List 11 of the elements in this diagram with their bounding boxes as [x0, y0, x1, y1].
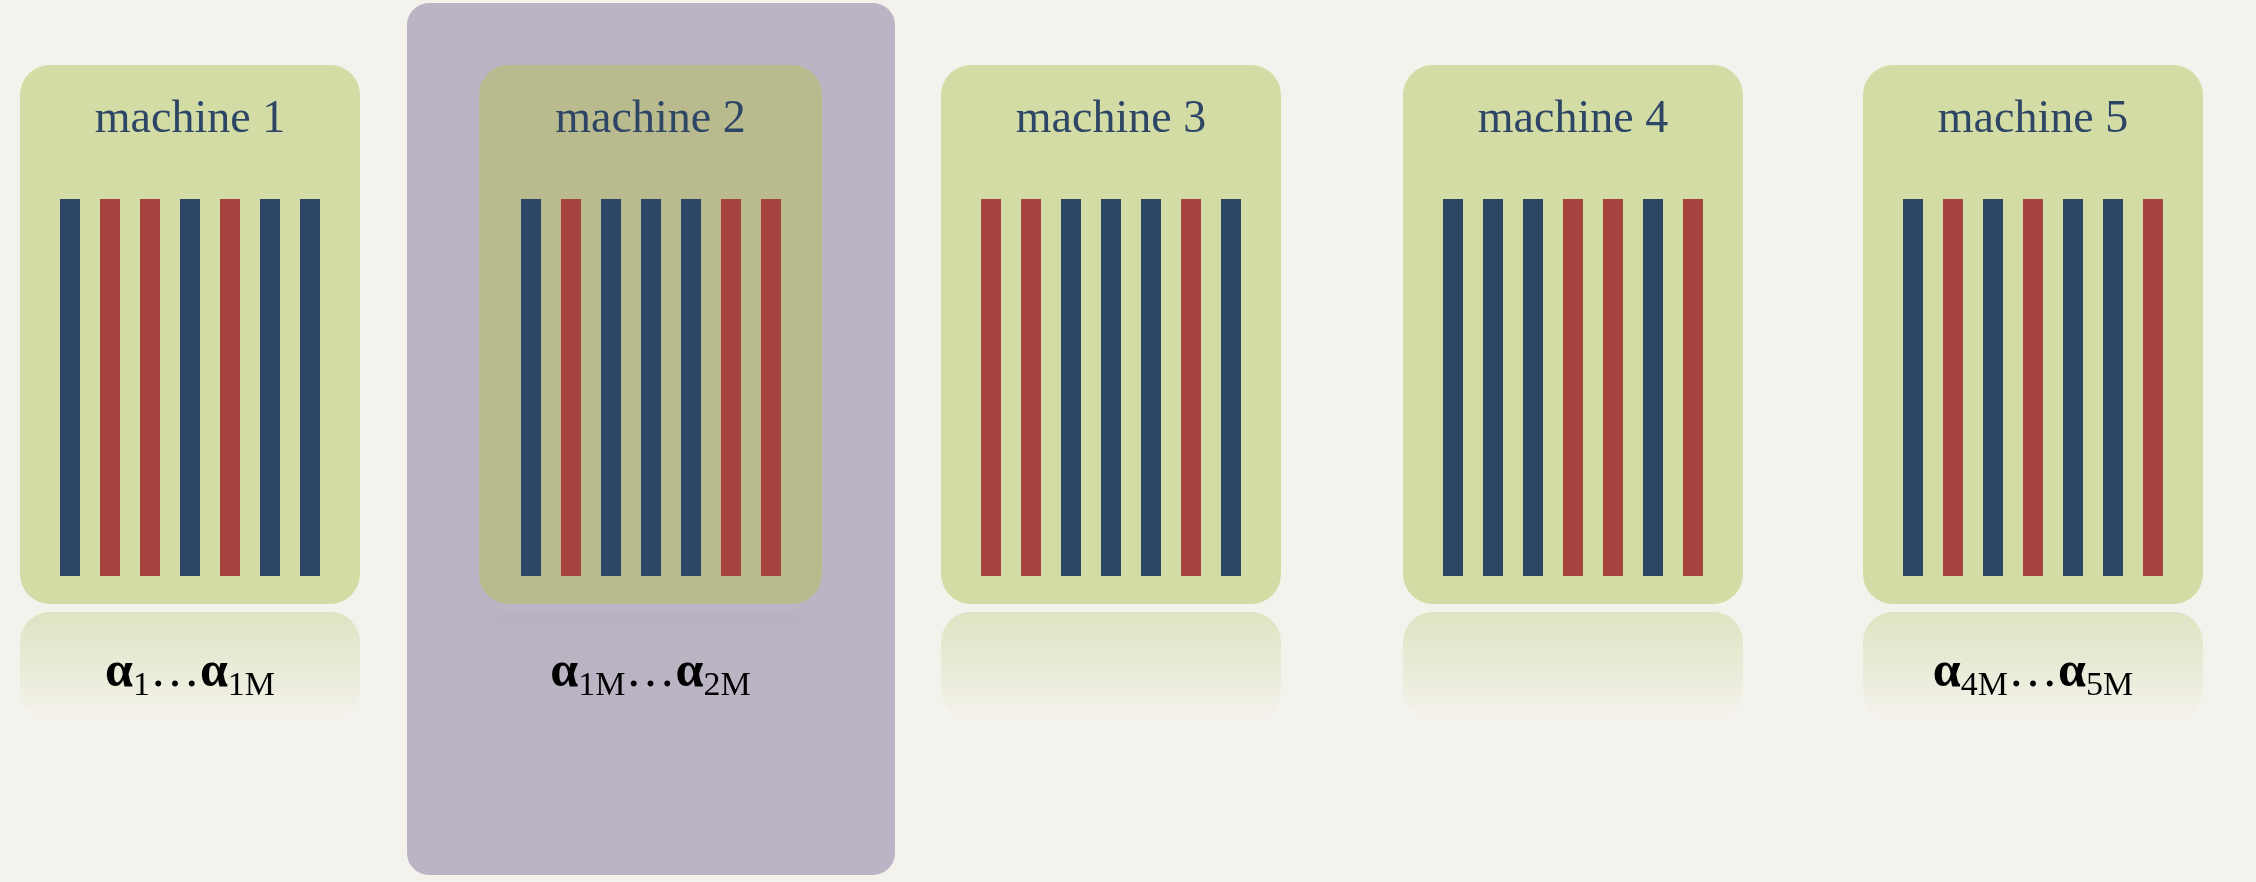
machine-box: [941, 65, 1281, 604]
machine-label: machine 1: [93, 90, 287, 144]
machine-label: machine 3: [1014, 90, 1208, 144]
machine-label: machine 2: [554, 90, 747, 144]
alpha-range-label: α$_{4M}$…α$_{5M}$: [1932, 640, 2134, 704]
machine-label: machine 5: [1936, 90, 2130, 144]
highlight-panel: [407, 3, 895, 875]
machine-box: [1403, 65, 1743, 604]
alpha-range-label: α$_{1M}$…α$_{2M}$: [550, 640, 751, 704]
alpha-range-label: α$_{1}$…α$_{1M}$: [104, 640, 275, 704]
machine-label: machine 4: [1476, 90, 1670, 144]
